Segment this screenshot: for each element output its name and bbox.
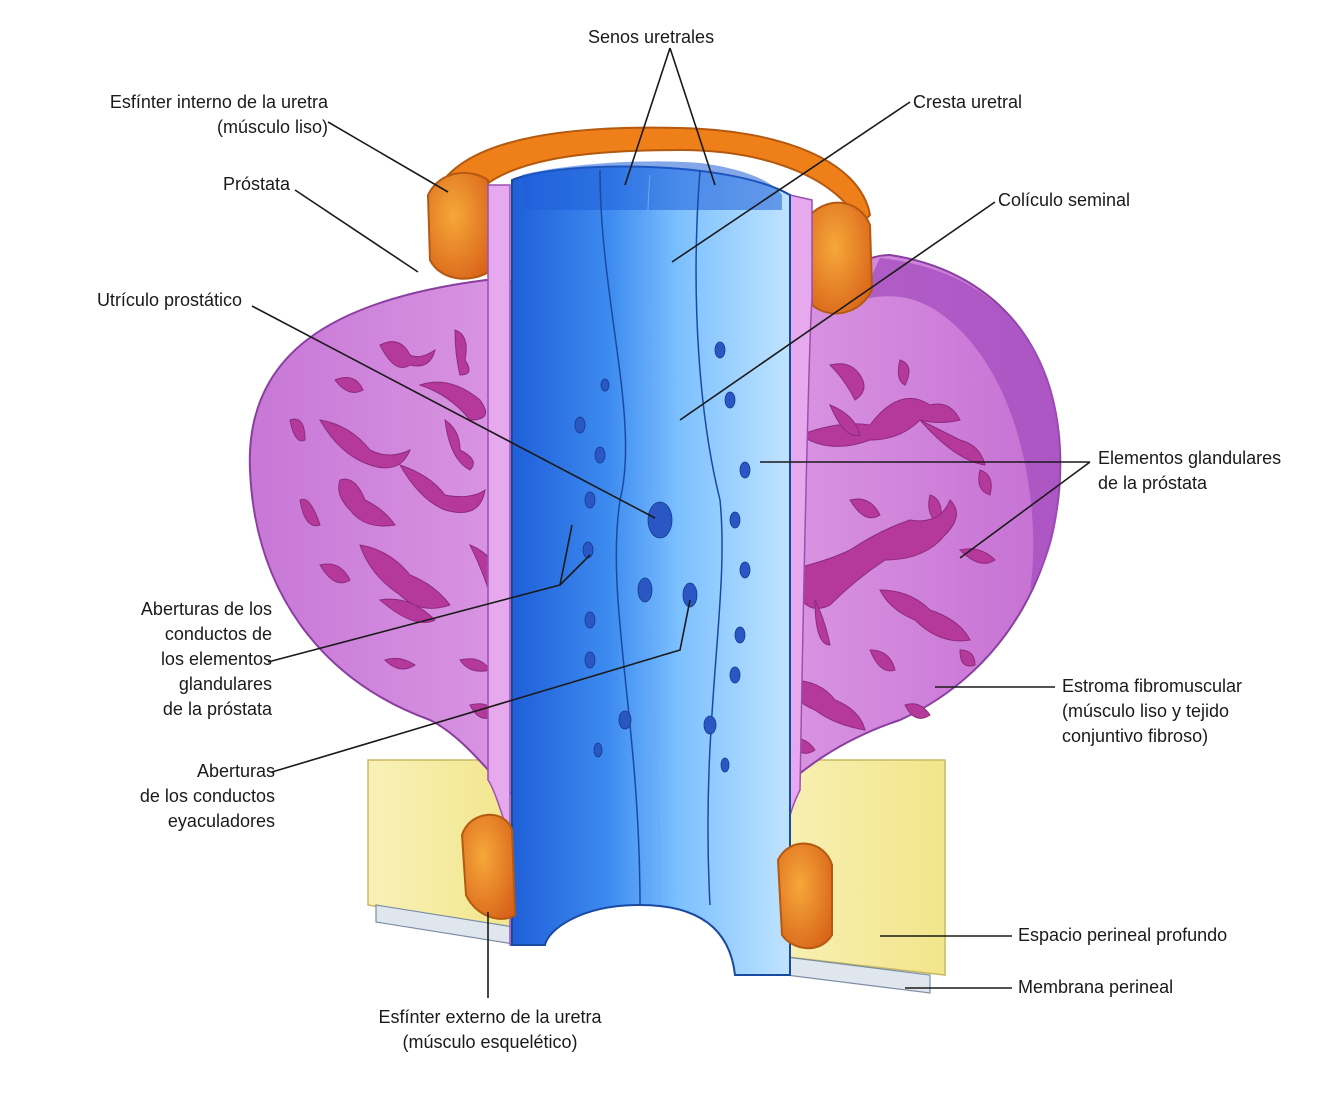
leader-lines — [251, 47, 1091, 998]
label-esfinter-externo: Esfínter externo de la uretra (músculo e… — [378, 1007, 602, 1052]
label-utriculo-prostatico: Utrículo prostático — [96, 290, 242, 310]
internal-sphincter — [426, 126, 874, 315]
label-espacio-perineal: Espacio perineal profundo — [1018, 925, 1228, 945]
label-elementos-glandulares: Elementos glandulares de la próstata — [1098, 448, 1282, 493]
label-aberturas-eyaculadores: Aberturas de los conductos eyaculadores — [139, 761, 275, 831]
urethra — [511, 161, 791, 976]
label-senos-uretrales: Senos uretrales — [588, 27, 715, 47]
label-estroma-fibromuscular: Estroma fibromuscular (músculo liso y te… — [1062, 676, 1243, 746]
label-esfinter-interno: Esfínter interno de la uretra (músculo l… — [109, 92, 328, 137]
label-prostata: Próstata — [222, 174, 290, 194]
label-aberturas-conductos: Aberturas de los conductos de los elemen… — [140, 599, 272, 719]
label-membrana-perineal: Membrana perineal — [1018, 977, 1174, 997]
label-coliculo-seminal: Colículo seminal — [998, 190, 1131, 210]
external-sphincter — [460, 813, 833, 950]
label-cresta-uretral: Cresta uretral — [913, 92, 1023, 112]
perineal-membrane — [375, 904, 931, 994]
